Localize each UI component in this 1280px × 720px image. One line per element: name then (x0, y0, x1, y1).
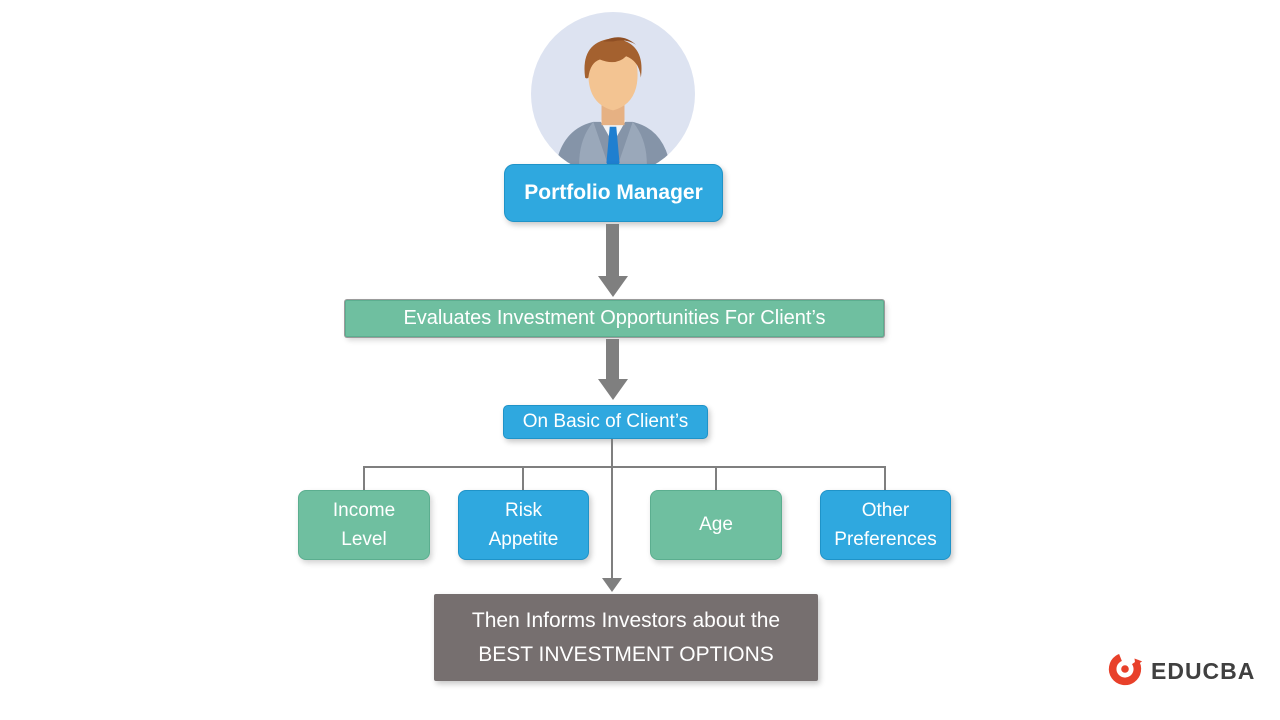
connector-line (522, 466, 524, 490)
connector-line (363, 466, 886, 468)
node-label: Portfolio Manager (524, 181, 703, 204)
result-line-1: Then Informs Investors about the (471, 608, 781, 632)
node-income-level: Income Level (298, 490, 430, 560)
connector-line (611, 439, 613, 579)
down-arrow-head (598, 379, 628, 400)
node-label: Evaluates Investment Opportunities For C… (403, 307, 826, 329)
result-line-2: BEST INVESTMENT OPTIONS (478, 642, 774, 666)
node-other-preferences: Other Preferences (820, 490, 951, 560)
down-arrow-head (598, 276, 628, 297)
down-arrow-shaft (606, 339, 619, 381)
node-label: On Basic of Client’s (522, 411, 689, 432)
educba-logo: EDUCBA (1106, 650, 1255, 693)
down-arrow-shaft (606, 224, 619, 278)
node-label: Age (699, 514, 733, 536)
node-label: Other Preferences (834, 499, 937, 550)
node-risk-appetite: Risk Appetite (458, 490, 589, 560)
person-icon (531, 12, 695, 180)
connector-line (715, 466, 717, 490)
connector-line (884, 466, 886, 490)
educba-logo-icon (1106, 650, 1144, 693)
node-result: Then Informs Investors about the BEST IN… (434, 594, 818, 681)
educba-logo-text: EDUCBA (1151, 658, 1256, 684)
down-arrow-head (602, 578, 622, 592)
node-portfolio-manager: Portfolio Manager (504, 164, 723, 222)
portfolio-manager-avatar (531, 12, 695, 176)
node-label: Income Level (332, 499, 396, 550)
connector-line (363, 466, 365, 490)
node-label: Risk Appetite (488, 499, 559, 550)
node-age: Age (650, 490, 782, 560)
node-on-basic: On Basic of Client’s (503, 405, 708, 439)
node-evaluates: Evaluates Investment Opportunities For C… (345, 300, 884, 337)
